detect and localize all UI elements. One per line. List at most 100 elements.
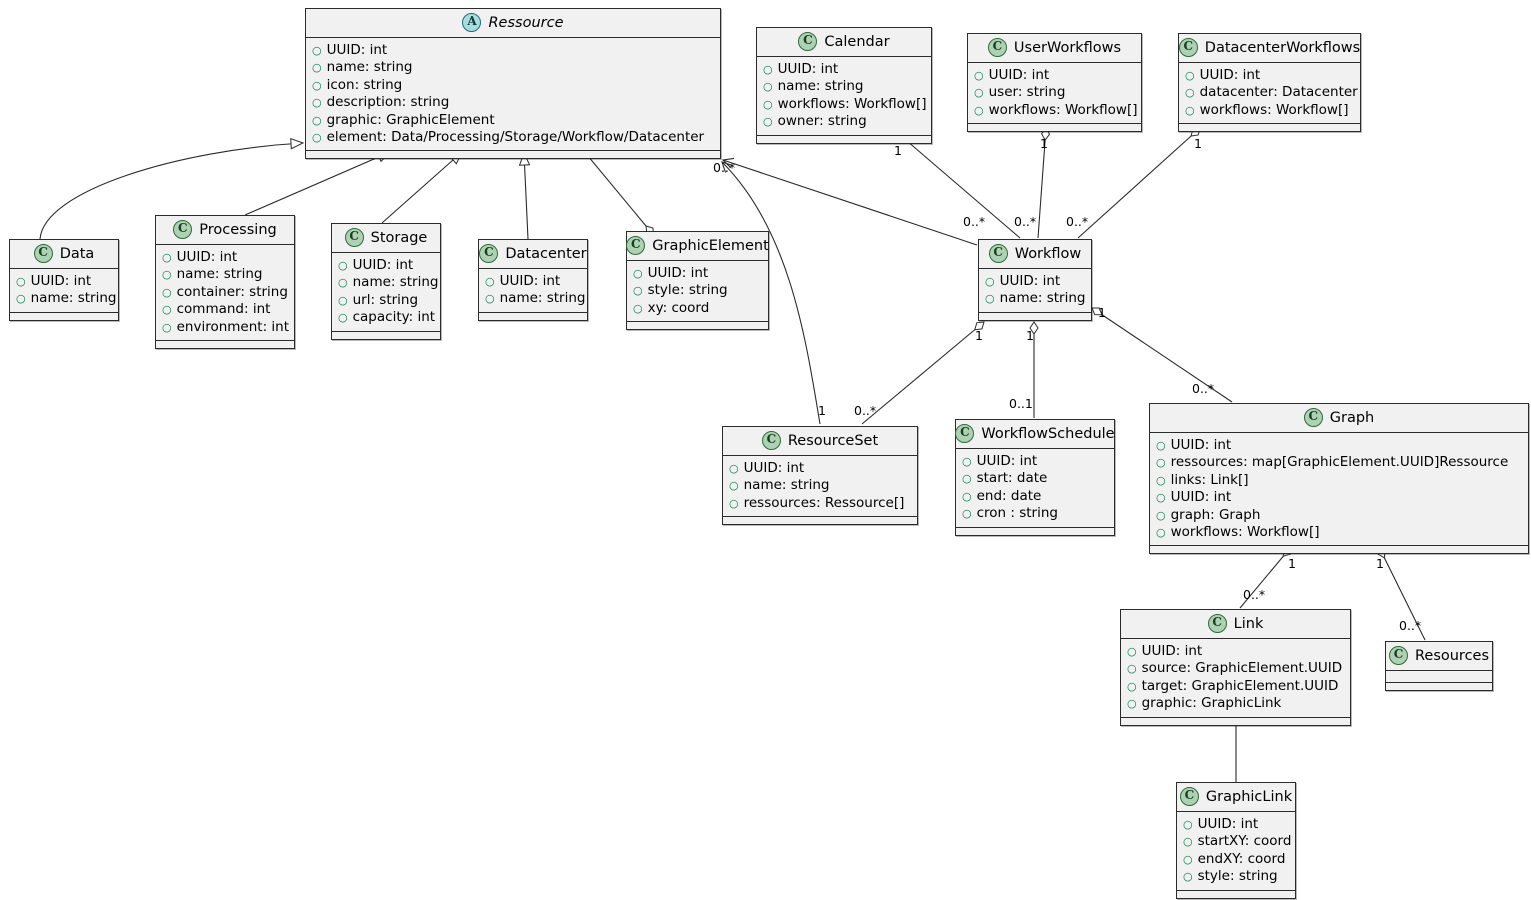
attribute-row: ○datacenter: Datacenter <box>1185 84 1358 101</box>
class-methods-processing <box>156 341 294 349</box>
multiplicity-label: 0..* <box>1192 381 1215 396</box>
attribute-row: ○UUID: int <box>962 453 1108 470</box>
edge-processing-inherits-ressource <box>244 151 392 216</box>
class-title-link: Link <box>1233 615 1264 632</box>
visibility-public-icon: ○ <box>162 320 172 334</box>
attribute-row: ○icon: string <box>312 77 714 94</box>
attribute-row: ○UUID: int <box>1127 643 1344 660</box>
class-title-data: Data <box>59 245 95 262</box>
attribute-row: ○workflows: Workflow[] <box>763 96 926 113</box>
visibility-public-icon: ○ <box>1183 870 1193 884</box>
class-attributes-resourceset: ○UUID: int○name: string○ressources: Ress… <box>723 456 917 518</box>
multiplicity-label: 1 <box>1040 136 1048 151</box>
attribute-text: UUID: int <box>1170 489 1232 506</box>
attribute-row: ○UUID: int <box>16 273 112 290</box>
attribute-text: UUID: int <box>326 42 388 58</box>
class-icon: C <box>1303 408 1323 427</box>
class-icon: C <box>955 424 975 443</box>
class-methods-graphiclink <box>1177 890 1295 898</box>
attribute-text: UUID: int <box>499 273 561 289</box>
attribute-text: UUID: int <box>976 453 1038 469</box>
class-title-resourceset: ResourceSet <box>787 432 879 449</box>
multiplicity-label: 1 <box>1026 328 1034 343</box>
visibility-public-icon: ○ <box>338 276 348 290</box>
visibility-public-icon: ○ <box>312 44 322 57</box>
class-title-storage: Storage <box>370 229 428 246</box>
class-attributes-datacenter: ○UUID: int○name: string <box>479 269 587 313</box>
visibility-public-icon: ○ <box>962 507 972 521</box>
visibility-public-icon: ○ <box>338 311 348 325</box>
attribute-row: ○owner: string <box>763 113 925 130</box>
class-icon: C <box>987 38 1007 57</box>
multiplicity-label: 0..1 <box>1009 396 1033 411</box>
class-attributes-calendar: ○UUID: int○name: string○workflows: Workf… <box>757 57 931 136</box>
attribute-text: start: date <box>976 470 1048 487</box>
visibility-public-icon: ○ <box>729 479 739 493</box>
attribute-row: ○capacity: int <box>338 309 435 326</box>
attribute-text: graphic: GraphicLink <box>1141 695 1282 712</box>
attribute-text: UUID: int <box>1170 437 1232 453</box>
visibility-public-icon: ○ <box>729 462 739 475</box>
attribute-row: ○workflows: Workflow[] <box>1185 102 1354 119</box>
attribute-row: ○name: string <box>162 266 288 283</box>
attribute-text: UUID: int <box>988 67 1050 83</box>
class-methods-link <box>1121 717 1350 725</box>
class-attributes-graphicelement: ○UUID: int○style: string○xy: coord <box>627 261 768 323</box>
class-title-datacenter: Datacenter <box>505 245 587 262</box>
attribute-text: description: string <box>326 94 450 111</box>
attribute-row: ○UUID: int <box>1183 816 1289 833</box>
visibility-public-icon: ○ <box>763 80 773 94</box>
attribute-text: environment: int <box>176 318 290 335</box>
class-icon: C <box>988 244 1008 263</box>
attribute-row: ○UUID: int <box>162 249 288 266</box>
visibility-public-icon: ○ <box>1185 86 1195 100</box>
attribute-row: ○target: GraphicElement.UUID <box>1127 678 1344 695</box>
edge-calendar-workflow <box>899 134 1021 239</box>
visibility-public-icon: ○ <box>985 292 995 306</box>
attribute-row: ○ description: string <box>312 94 714 111</box>
multiplicity-label: 1 <box>894 143 902 158</box>
attribute-row: ○workflows: Workflow[] <box>1156 524 1522 541</box>
attribute-row: ○name: string <box>985 290 1086 307</box>
attribute-text: UUID: int <box>999 273 1061 289</box>
class-attributes-graph: ○UUID: int○ressources: map[GraphicElemen… <box>1150 433 1528 547</box>
visibility-public-icon: ○ <box>312 96 322 110</box>
attribute-row: ○url: string <box>338 292 434 309</box>
class-attributes-userworkflows: ○UUID: int○user: string○workflows: Workf… <box>968 63 1141 125</box>
attribute-row: ○UUID: int <box>1156 437 1522 454</box>
attribute-row: ○element: Data/Processing/Storage/Workfl… <box>312 129 714 146</box>
attribute-text: graphic: GraphicElement <box>326 111 495 128</box>
visibility-public-icon: ○ <box>729 496 739 510</box>
class-attributes-workflowschedule: ○UUID: int○start: date○end: date○cron : … <box>956 449 1114 528</box>
class-methods-datacenterworkflows <box>1179 124 1360 132</box>
attribute-row: ○source: GraphicElement.UUID <box>1127 660 1344 677</box>
visibility-public-icon: ○ <box>338 293 348 307</box>
attribute-row: ○graphic: GraphicLink <box>1127 695 1344 712</box>
class-methods-data <box>10 312 118 320</box>
multiplicity-label: 1 <box>818 403 826 418</box>
attribute-row: ○graphic: GraphicElement <box>312 112 714 129</box>
attribute-text: graph: Graph <box>1170 506 1261 523</box>
abstract-class-icon: A <box>462 13 482 32</box>
